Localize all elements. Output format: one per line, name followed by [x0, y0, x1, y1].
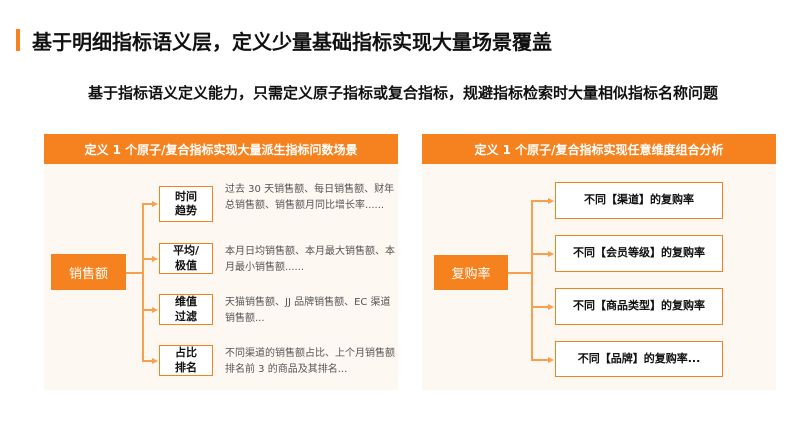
node-time-trend: 时间趋势 — [159, 186, 213, 222]
node-brand: 不同【品牌】的复购率... — [555, 341, 723, 377]
connector — [531, 306, 549, 308]
arrow-icon — [548, 198, 554, 204]
connector — [142, 203, 144, 361]
connector — [142, 203, 154, 205]
node-member-level: 不同【会员等级】的复购率 — [555, 235, 723, 272]
node-desc: 不同渠道的销售额占比、上个月销售额排名前 3 的商品及其排名... — [225, 348, 395, 375]
node-value-filter: 维值过滤 — [159, 294, 213, 325]
node-desc: 过去 30 天销售额、每日销售额、财年总销售额、销售额月同比增长率...... — [225, 184, 395, 211]
node-avg-extreme: 平均/极值 — [159, 243, 213, 274]
node-product-type: 不同【商品类型】的复购率 — [555, 288, 723, 325]
node-desc: 本月日均销售额、本月最大销售额、本月最小销售额...... — [225, 246, 395, 273]
arrow-icon — [152, 307, 158, 313]
root-node-sales: 销售额 — [51, 254, 126, 290]
connector — [531, 359, 549, 361]
connector — [531, 200, 533, 361]
title-accent-bar — [16, 29, 20, 51]
node-ratio-rank: 占比排名 — [159, 345, 213, 376]
node-label: 占比排名 — [175, 346, 197, 374]
connector — [142, 258, 154, 260]
node-label: 维值过滤 — [175, 295, 197, 323]
arrow-icon — [152, 256, 158, 262]
connector — [126, 272, 143, 274]
page-subtitle: 基于指标语义定义能力，只需定义原子指标或复合指标，规避指标检索时大量相似指标名称… — [87, 84, 718, 102]
right-panel-header: 定义 1 个原子/复合指标实现任意维度组合分析 — [422, 134, 776, 164]
connector — [531, 253, 549, 255]
arrow-icon — [152, 358, 158, 364]
node-label: 平均/极值 — [172, 244, 200, 272]
arrow-icon — [548, 304, 554, 310]
connector — [142, 360, 154, 362]
left-panel-header: 定义 1 个原子/复合指标实现大量派生指标问数场景 — [44, 134, 398, 164]
connector — [142, 309, 154, 311]
arrow-icon — [152, 201, 158, 207]
connector — [531, 200, 549, 202]
arrow-icon — [548, 251, 554, 257]
node-channel: 不同【渠道】的复购率 — [555, 182, 723, 219]
page-title: 基于明细指标语义层，定义少量基础指标实现大量场景覆盖 — [32, 30, 552, 54]
root-node-repurchase: 复购率 — [434, 255, 508, 290]
connector — [508, 272, 533, 274]
node-desc: 天猫销售额、JJ 品牌销售额、EC 渠道销售额... — [225, 297, 391, 324]
arrow-icon — [548, 357, 554, 363]
node-label: 时间趋势 — [175, 189, 197, 217]
